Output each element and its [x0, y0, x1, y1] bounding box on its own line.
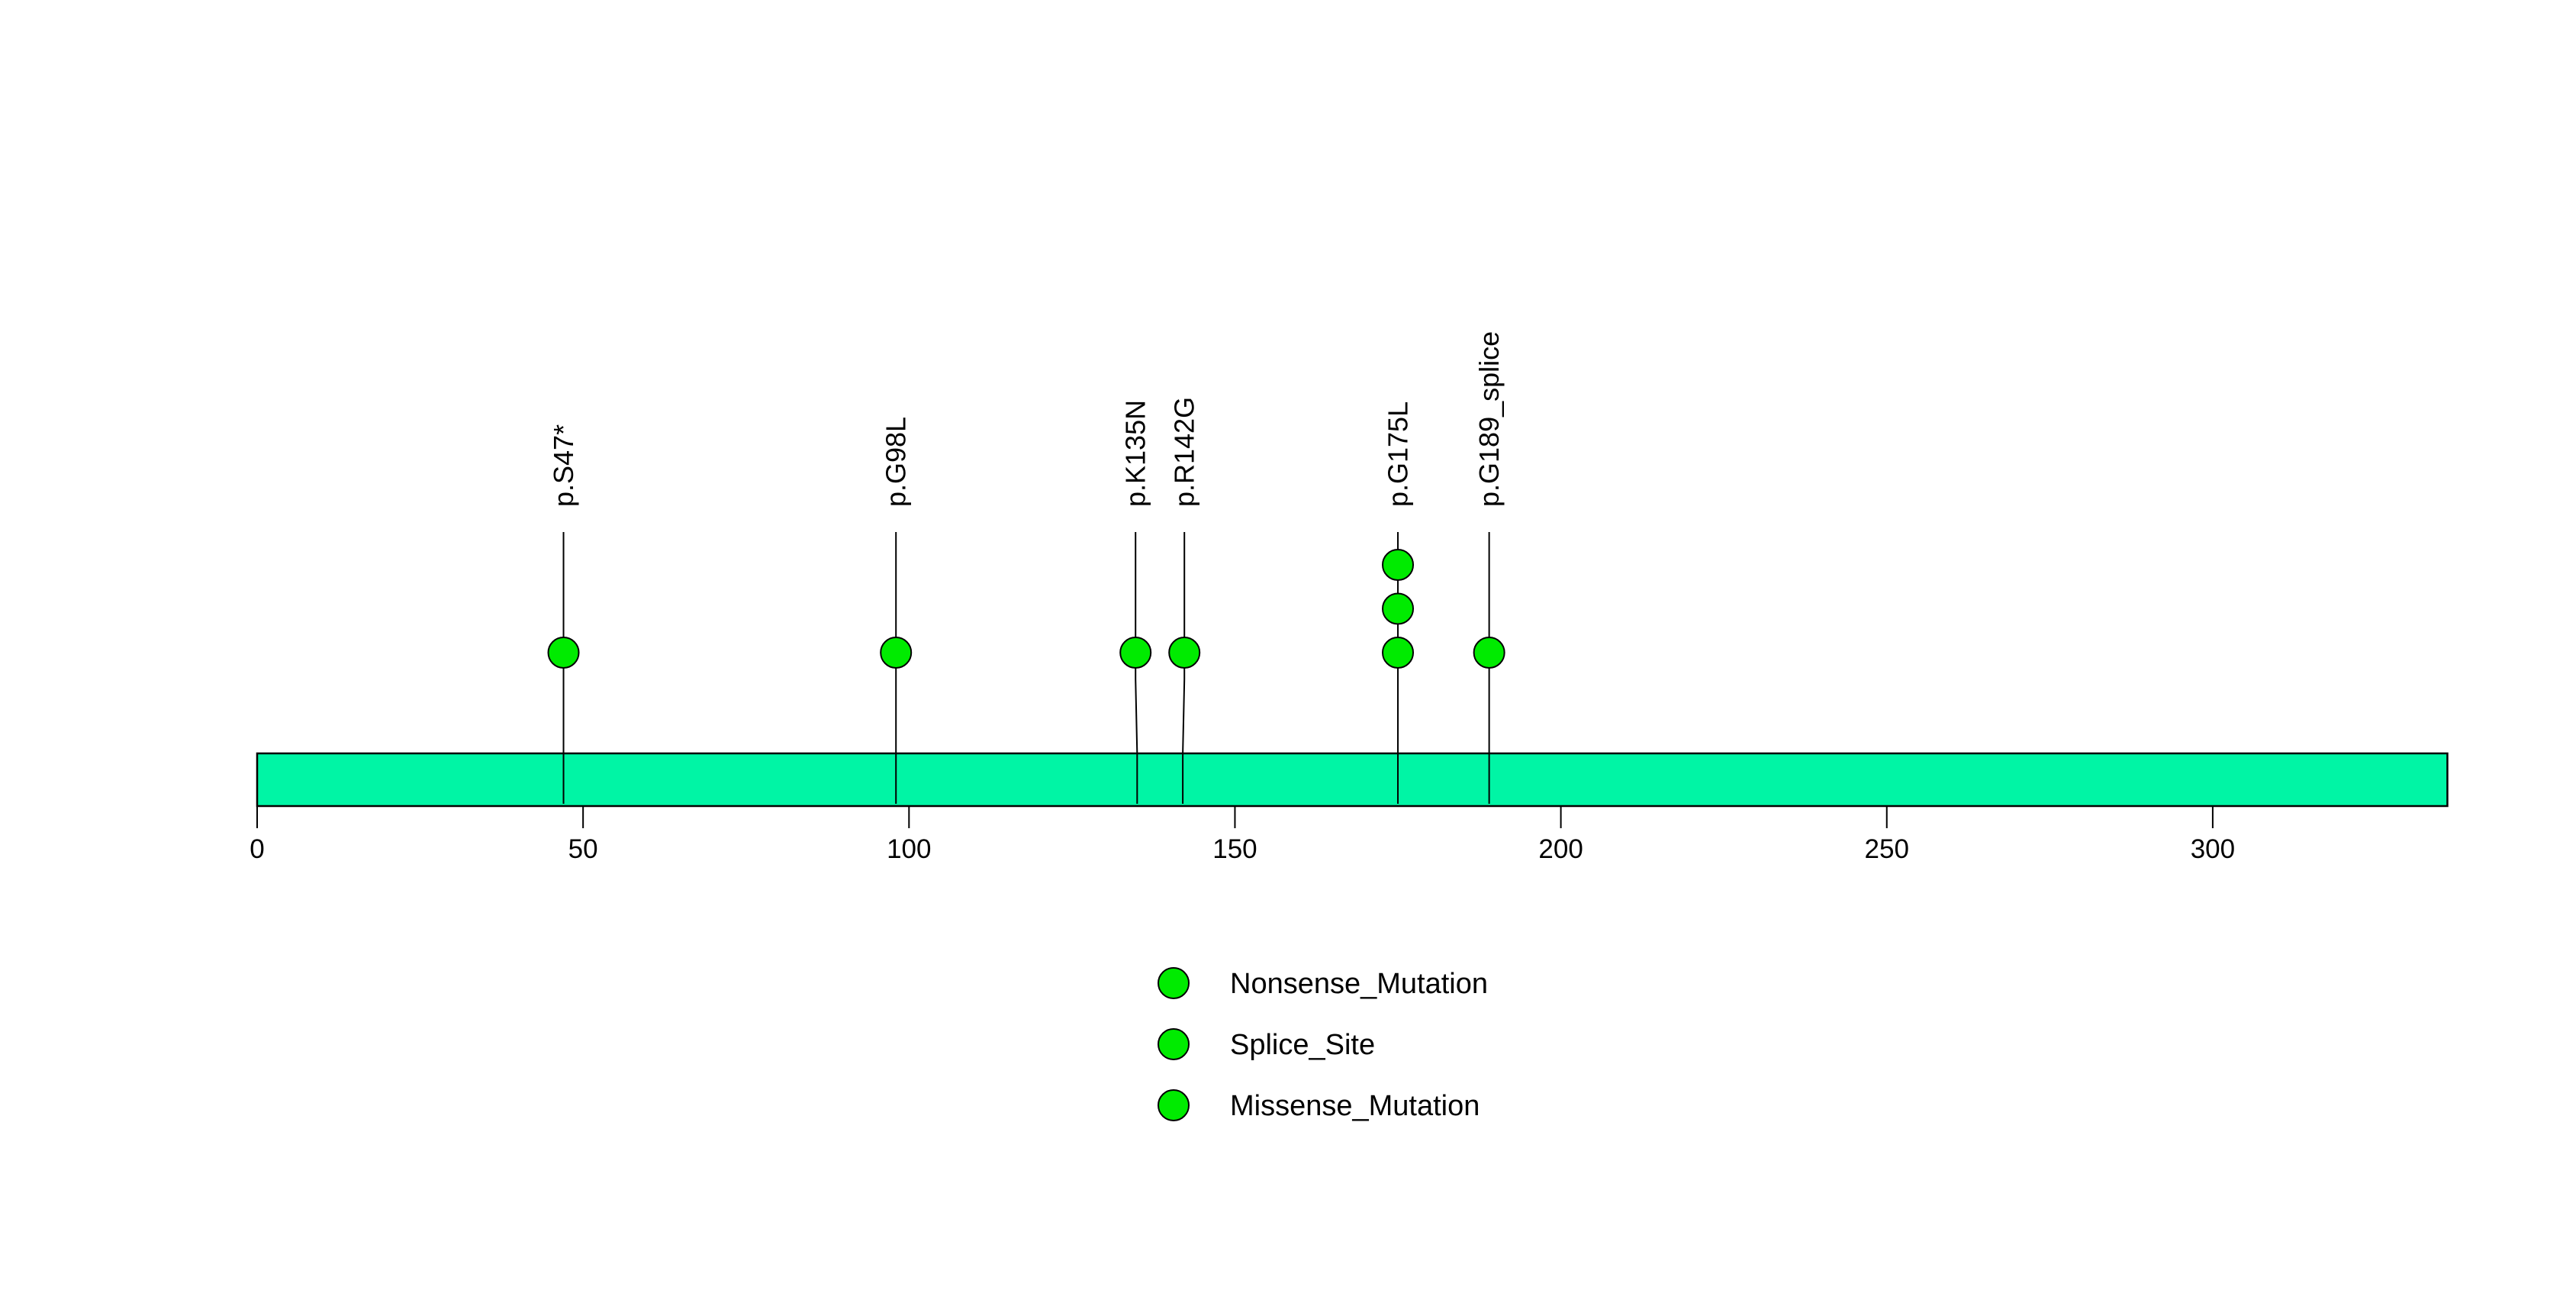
protein-bar — [256, 752, 2449, 808]
axis-tick-label: 150 — [1212, 834, 1257, 864]
mutation-label: p.G98L — [881, 417, 912, 507]
mutation-dot — [1382, 592, 1415, 625]
mutation-dot — [880, 637, 913, 669]
mutation-label: p.R142G — [1169, 397, 1200, 507]
mutation-dot — [547, 637, 580, 669]
legend-label: Nonsense_Mutation — [1230, 968, 1488, 1000]
axis-tick-label: 50 — [568, 834, 598, 864]
mutation-dot — [1473, 637, 1505, 669]
legend-label: Missense_Mutation — [1230, 1090, 1480, 1122]
legend-swatch — [1158, 1089, 1190, 1121]
mutation-label: p.S47* — [548, 424, 579, 507]
axis-tick-label: 100 — [887, 834, 931, 864]
mutation-label: p.G175L — [1383, 402, 1414, 507]
mutation-dot — [1382, 637, 1415, 669]
axis-tick-label: 250 — [1865, 834, 1909, 864]
mutation-stem — [1182, 532, 1186, 804]
mutation-stem — [1135, 532, 1138, 804]
mutation-dot — [1119, 637, 1152, 669]
mutation-dot — [1168, 637, 1201, 669]
axis-tick-label: 0 — [250, 834, 264, 864]
mutation-label: p.G189_splice — [1473, 331, 1505, 507]
axis-tick-label: 200 — [1538, 834, 1583, 864]
mutation-label: p.K135N — [1120, 400, 1151, 507]
legend-swatch — [1158, 1028, 1190, 1060]
axis-tick-label: 300 — [2191, 834, 2235, 864]
legend-swatch — [1158, 967, 1190, 999]
mutation-dot — [1382, 549, 1415, 581]
legend-label: Splice_Site — [1230, 1029, 1375, 1061]
